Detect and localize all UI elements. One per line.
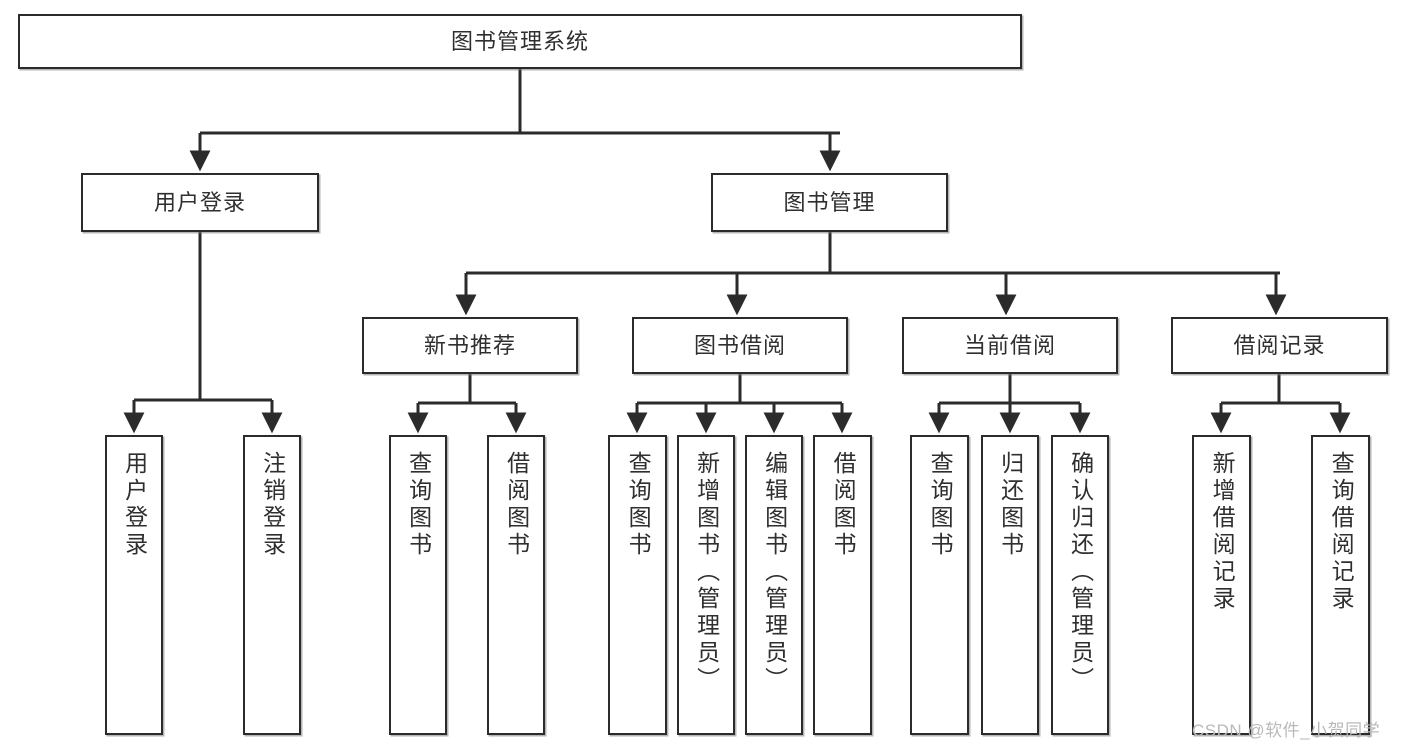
node-label: 查询借阅记录: [1328, 451, 1355, 613]
node-label: 用户登录: [121, 451, 148, 559]
node-leaf-query-book-rec[interactable]: 查询图书: [389, 435, 447, 735]
node-leaf-query-book-current[interactable]: 查询图书: [910, 435, 969, 735]
node-label: 借阅图书: [503, 451, 530, 559]
node-leaf-confirm-return-admin[interactable]: 确认归还（管理员）: [1051, 435, 1109, 735]
node-current-borrow[interactable]: 当前借阅: [902, 317, 1118, 374]
node-leaf-query-book-borrow[interactable]: 查询图书: [608, 435, 667, 735]
node-label: 归还图书: [997, 451, 1024, 559]
node-borrow-record[interactable]: 借阅记录: [1171, 317, 1388, 374]
node-label: 新增图书（管理员）: [693, 451, 720, 694]
node-label: 查询图书: [927, 451, 954, 559]
node-label: 编辑图书（管理员）: [761, 451, 788, 694]
node-label: 查询图书: [625, 451, 652, 559]
node-label: 新书推荐: [423, 332, 516, 358]
node-leaf-user-logout[interactable]: 注销登录: [243, 435, 301, 735]
node-label: 注销登录: [259, 451, 286, 559]
node-root-system[interactable]: 图书管理系统: [18, 14, 1022, 69]
node-label: 图书管理: [783, 189, 876, 215]
node-label: 借阅图书: [830, 451, 857, 559]
node-book-borrow[interactable]: 图书借阅: [632, 317, 848, 374]
csdn-watermark: CSDN @软件_小贺同学: [1192, 721, 1381, 740]
node-leaf-add-borrow-record[interactable]: 新增借阅记录: [1192, 435, 1251, 735]
node-label: 确认归还（管理员）: [1067, 451, 1094, 694]
node-new-book-rec[interactable]: 新书推荐: [362, 317, 578, 374]
node-leaf-user-login[interactable]: 用户登录: [105, 435, 163, 735]
node-user-login[interactable]: 用户登录: [81, 173, 319, 232]
node-label: 图书管理系统: [450, 28, 589, 54]
node-label: 当前借阅: [963, 332, 1056, 358]
node-label: 查询图书: [405, 451, 432, 559]
node-label: 新增借阅记录: [1209, 451, 1236, 613]
node-book-manage[interactable]: 图书管理: [711, 173, 948, 232]
node-leaf-borrow-book-rec[interactable]: 借阅图书: [487, 435, 545, 735]
node-leaf-edit-book-admin[interactable]: 编辑图书（管理员）: [745, 435, 803, 735]
node-leaf-query-borrow-record[interactable]: 查询借阅记录: [1311, 435, 1370, 735]
node-leaf-borrow-book[interactable]: 借阅图书: [813, 435, 872, 735]
node-label: 借阅记录: [1233, 332, 1326, 358]
node-leaf-return-book[interactable]: 归还图书: [981, 435, 1039, 735]
node-leaf-add-book-admin[interactable]: 新增图书（管理员）: [677, 435, 735, 735]
node-label: 用户登录: [153, 189, 246, 215]
node-label: 图书借阅: [693, 332, 786, 358]
